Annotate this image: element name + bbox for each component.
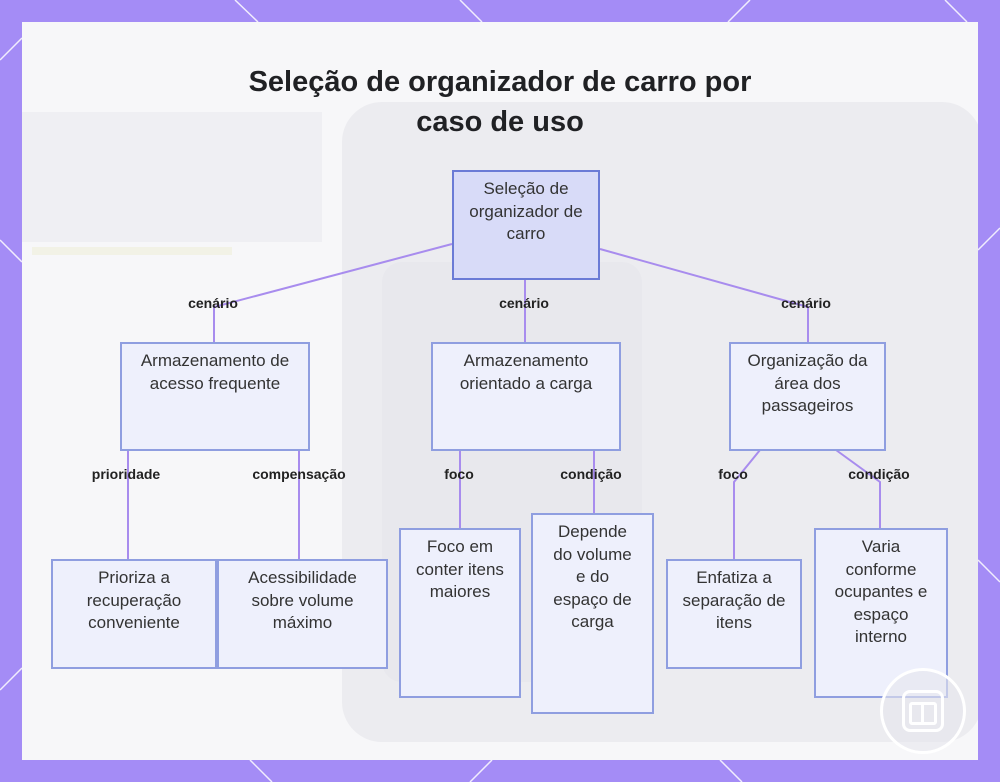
node-cargo-storage: Armazenamento orientado a carga bbox=[431, 342, 621, 451]
node-passenger-area-organization: Organização da área dos passageiros bbox=[729, 342, 886, 451]
logo-icon bbox=[880, 668, 966, 754]
diagram-panel: Seleção de organizador de carro por caso… bbox=[22, 22, 978, 760]
node-car-organizer-selection: Seleção de organizador de carro bbox=[452, 170, 600, 280]
node-focus-large-items: Foco em conter itens maiores bbox=[399, 528, 521, 698]
node-prioritize-retrieval: Prioriza a recuperação conveniente bbox=[51, 559, 217, 669]
node-emphasize-separation: Enfatiza a separação de itens bbox=[666, 559, 802, 669]
edge-label-focus-2: foco bbox=[718, 466, 748, 482]
edge-label-tradeoff: compensação bbox=[252, 466, 345, 482]
edge-passenger-varies bbox=[836, 450, 880, 528]
edge-label-priority: prioridade bbox=[92, 466, 160, 482]
edge-label-condition-2: condição bbox=[848, 466, 909, 482]
node-accessibility-over-volume: Acessibilidade sobre volume máximo bbox=[217, 559, 388, 669]
edge-label-scenario-2: cenário bbox=[499, 295, 549, 311]
node-depends-on-volume: Depende do volume e do espaço de carga bbox=[531, 513, 654, 714]
edge-label-condition-1: condição bbox=[560, 466, 621, 482]
edge-label-scenario-1: cenário bbox=[188, 295, 238, 311]
edge-root-frequent bbox=[214, 244, 452, 342]
edge-label-focus-1: foco bbox=[444, 466, 474, 482]
edge-root-passenger bbox=[600, 249, 808, 342]
node-frequent-access-storage: Armazenamento de acesso frequente bbox=[120, 342, 310, 451]
edge-label-scenario-3: cenário bbox=[781, 295, 831, 311]
